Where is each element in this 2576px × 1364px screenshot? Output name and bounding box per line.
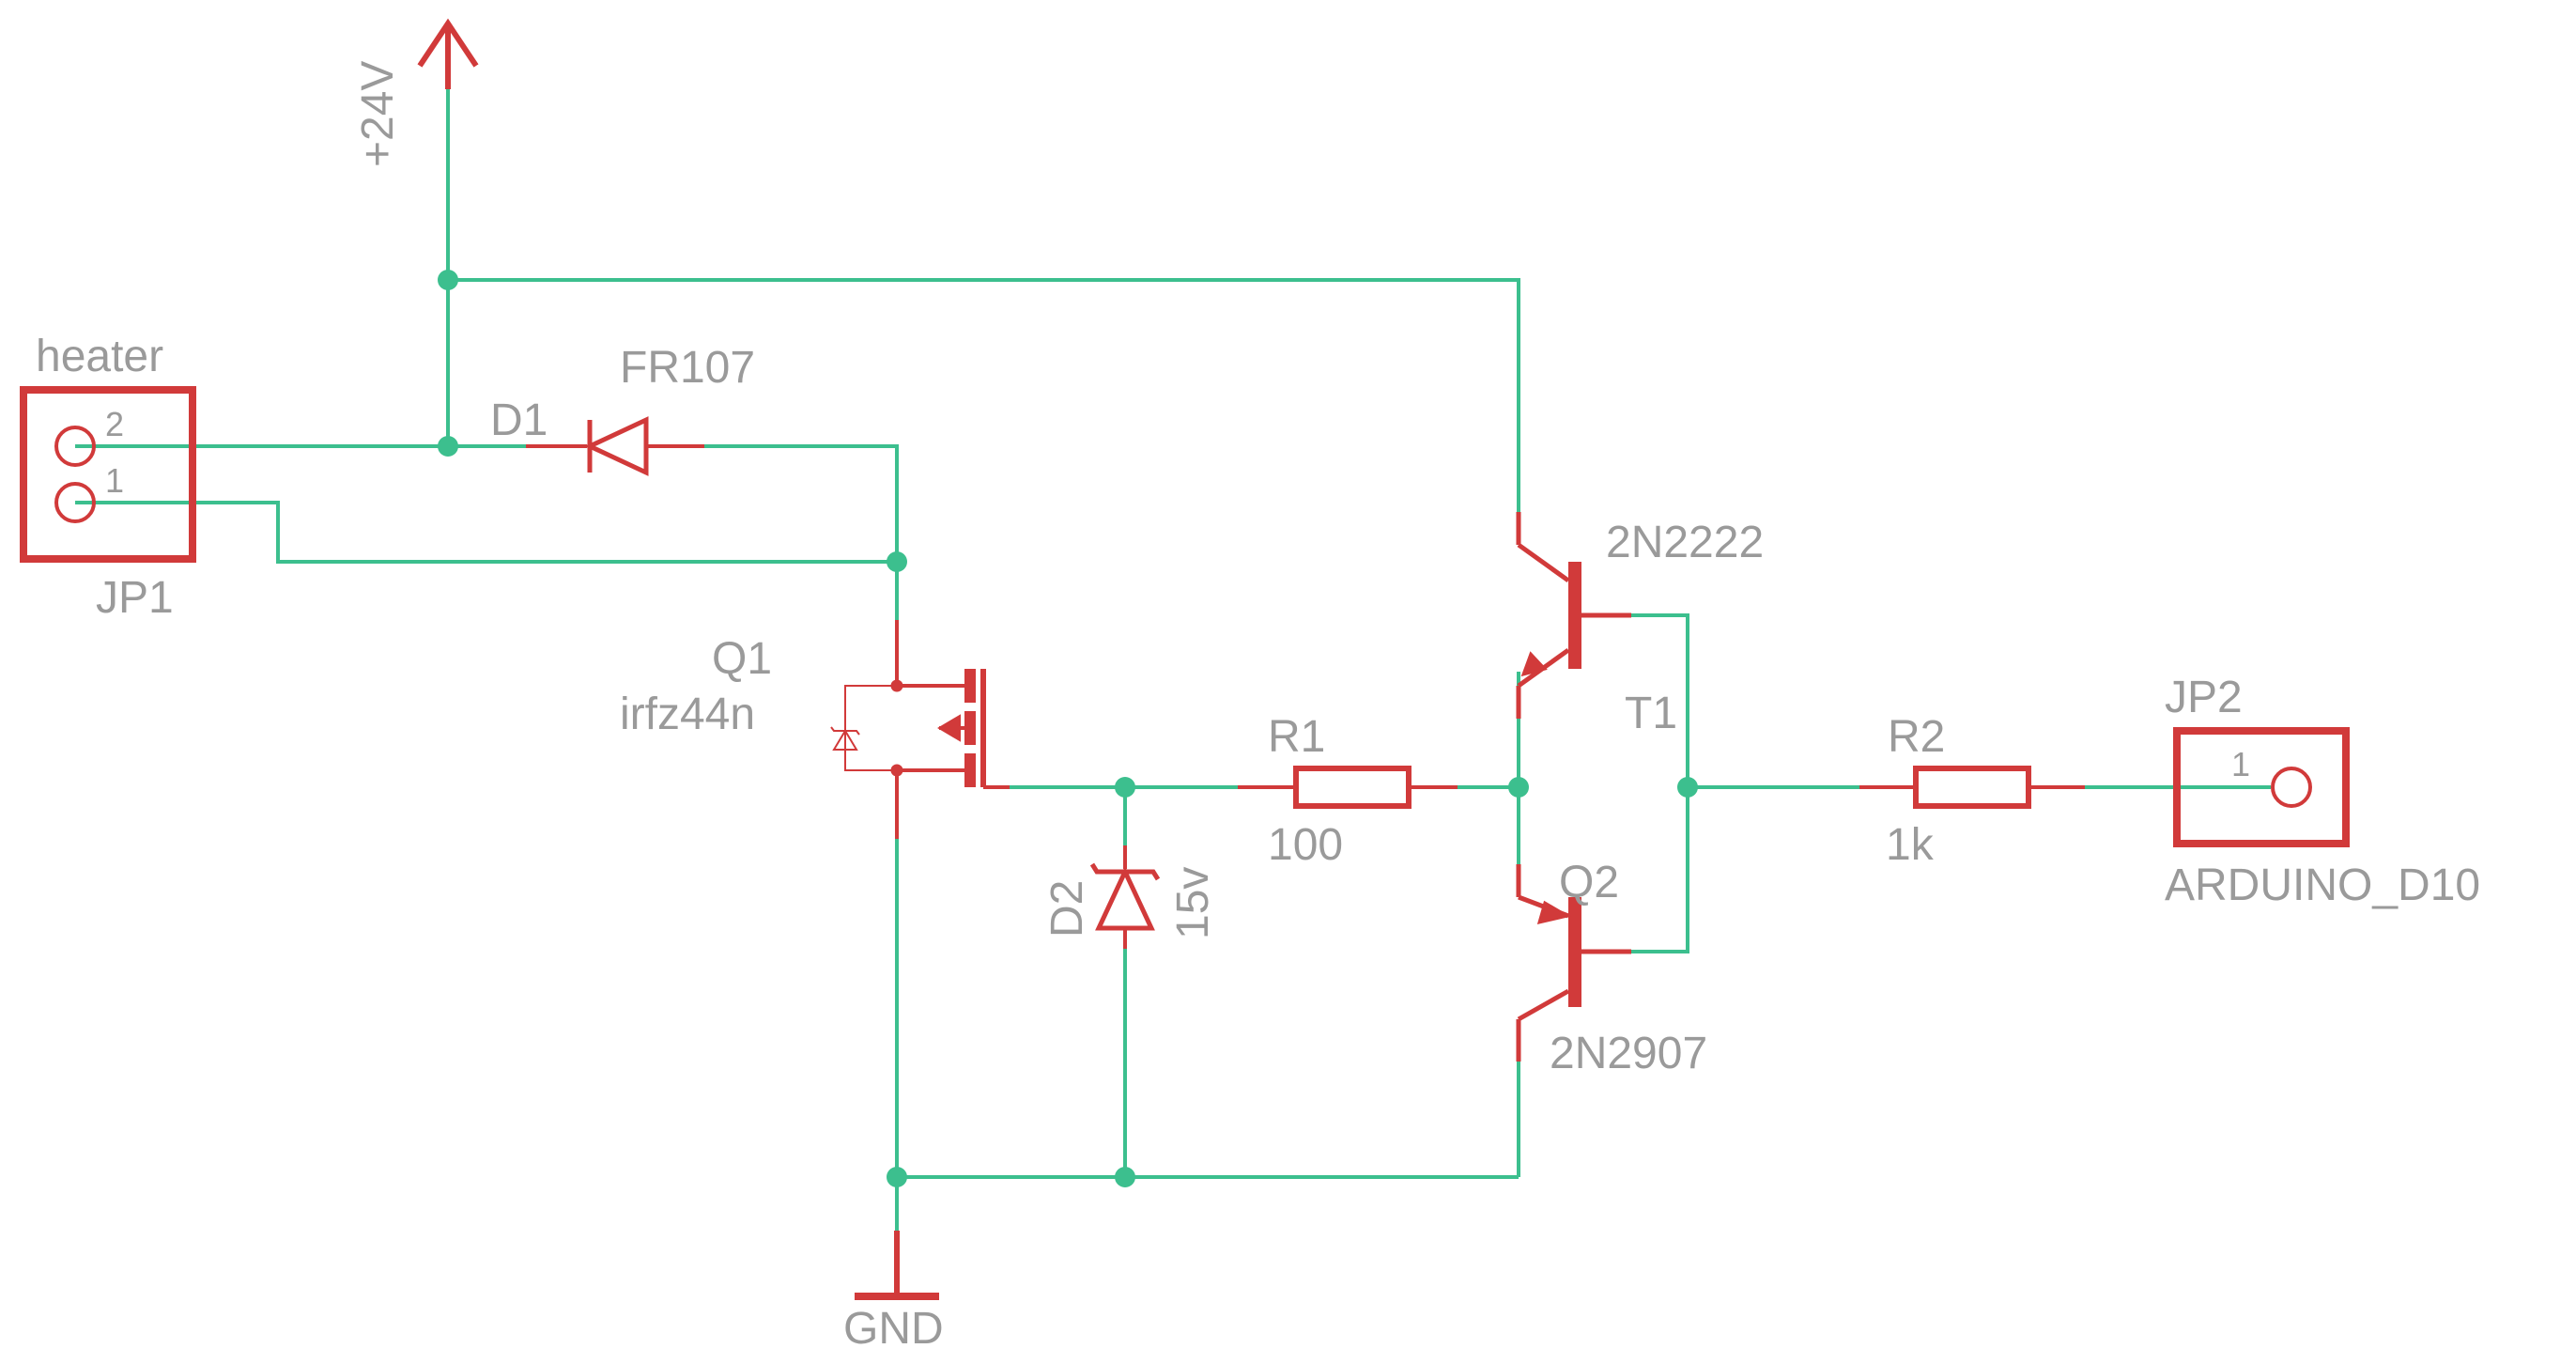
t1-name-label: T1 — [1625, 689, 1677, 738]
jp2-body — [2173, 727, 2350, 847]
gnd-label: GND — [843, 1304, 944, 1354]
npn-emitter-arrow-icon — [1520, 651, 1548, 677]
jp1-pin2-pad-icon — [54, 426, 96, 467]
d1-diode — [526, 416, 704, 476]
d1-name-label: D1 — [490, 395, 548, 445]
supply-label: +24V — [353, 61, 403, 167]
q1-body-diode-bar — [830, 726, 860, 736]
jp2-connector — [2173, 727, 2350, 847]
wire-jp1-pin1-to-drain-node — [75, 501, 897, 564]
d2-value-label: 15v — [1168, 867, 1218, 939]
junctions — [438, 270, 1698, 1187]
jp1-value-label: heater — [36, 332, 163, 381]
jp2-pin1-label: 1 — [2231, 745, 2250, 783]
pnp-emitter-arrow-icon — [1536, 900, 1572, 925]
jp1-name-label: JP1 — [96, 573, 174, 623]
r2-body — [1913, 766, 2031, 809]
jp1-pin2-label: 2 — [105, 405, 124, 443]
junction-emitters — [1508, 777, 1529, 798]
q1-drain-dot — [890, 679, 903, 692]
d1-triangle-icon — [584, 416, 649, 476]
jp1-pin1-label: 1 — [105, 461, 124, 500]
junction-gnd-mid — [1115, 1167, 1135, 1187]
q2-name-label: Q2 — [1559, 858, 1619, 907]
d1-value-label: FR107 — [620, 343, 755, 393]
jp1-connector — [20, 386, 196, 563]
wires — [75, 75, 2271, 1290]
pnp-transistor-2n2907 — [1516, 864, 1631, 1062]
components — [20, 18, 2350, 1300]
supply-symbol — [417, 18, 479, 89]
pnp-collector-diag — [1517, 988, 1570, 1022]
npn-value-label: 2N2222 — [1606, 518, 1764, 567]
r1-resistor — [1238, 766, 1458, 809]
jp2-value-label: ARDUINO_D10 — [2165, 860, 2480, 910]
d2-name-label: D2 — [1042, 880, 1092, 938]
jp2-pin1-pad-icon — [2271, 767, 2312, 808]
wire-d1-to-drain-node — [648, 444, 899, 562]
npn-transistor-2n2222 — [1516, 512, 1631, 719]
junction-gnd-left — [887, 1167, 907, 1187]
q1-name-label: Q1 — [712, 634, 772, 684]
gnd-symbol — [855, 1231, 939, 1300]
junction-supply-heater — [438, 436, 458, 457]
jp2-name-label: JP2 — [2165, 673, 2243, 722]
pnp-value-label: 2N2907 — [1550, 1029, 1707, 1078]
q1-body-arrow-icon — [937, 714, 961, 742]
q1-body-diode-icon — [832, 729, 858, 751]
junction-supply-top — [438, 270, 458, 290]
r1-value-label: 100 — [1268, 820, 1343, 870]
r1-name-label: R1 — [1268, 712, 1325, 762]
junction-gate — [1115, 777, 1135, 798]
labels: +24V heater JP1 2 1 D1 FR107 Q1 irfz44n … — [36, 61, 2480, 1354]
supply-arrow-icon — [417, 18, 479, 68]
junction-drain — [887, 551, 907, 572]
q1-value-label: irfz44n — [620, 690, 755, 739]
jp1-pin1-pad-icon — [54, 482, 96, 523]
d2-triangle-icon — [1095, 866, 1155, 931]
d2-zener — [1089, 845, 1161, 949]
r2-resistor — [1859, 766, 2085, 809]
jp1-body — [20, 386, 196, 563]
q1-source-dot — [890, 764, 903, 777]
r2-name-label: R2 — [1888, 712, 1945, 762]
q1-mosfet — [830, 620, 1010, 839]
junction-bases — [1677, 777, 1698, 798]
wire-supply-to-2n2222-collector — [448, 278, 1520, 512]
r2-value-label: 1k — [1886, 820, 1935, 870]
npn-collector-diag — [1517, 542, 1570, 583]
q1-body-diode-frame — [844, 685, 897, 771]
r1-body — [1293, 766, 1411, 809]
